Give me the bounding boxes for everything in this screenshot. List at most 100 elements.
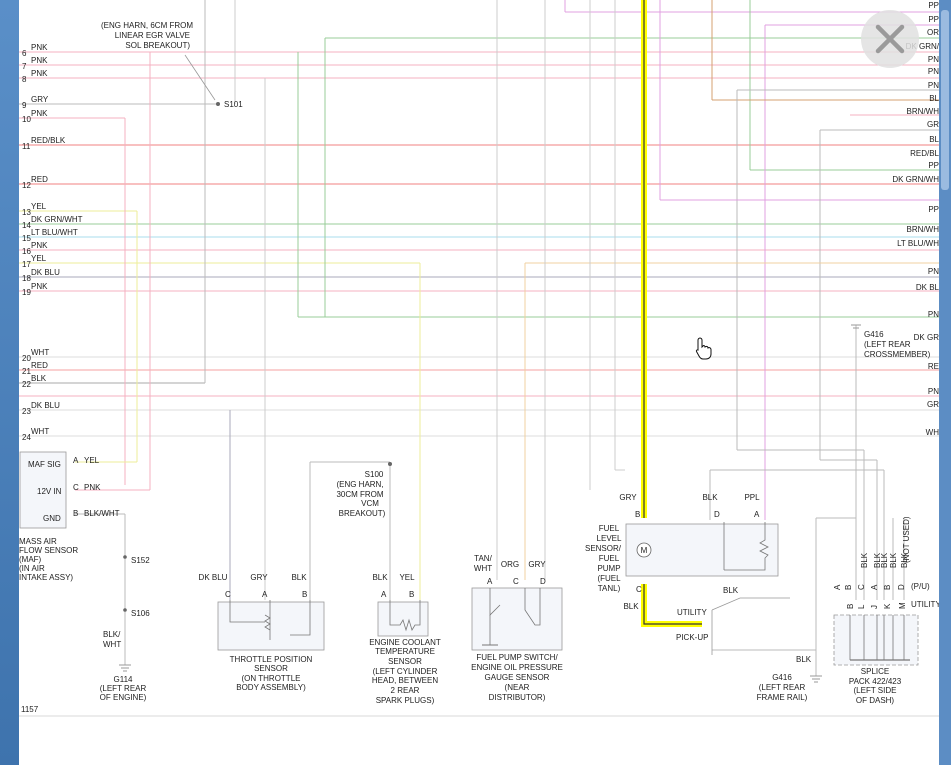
tps-pin: B	[302, 590, 307, 599]
highlighted-circuit[interactable]	[641, 0, 702, 627]
vertical-scrollbar[interactable]	[939, 0, 951, 765]
maf-sensor: MAF SIG 12V IN GND A YEL C PNK B BLK/WHT…	[19, 451, 120, 582]
splice-pack-wire: BLK	[873, 552, 882, 568]
scrollbar-thumb[interactable]	[941, 10, 949, 190]
ect-name-line: (LEFT CYLINDER	[373, 667, 438, 676]
left-wire-labels: 6PNK7PNK8PNK9GRY10PNK11RED/BLK12RED13YEL…	[22, 43, 83, 442]
g416-top-label: G416	[864, 330, 884, 339]
wire-number: 13	[22, 208, 31, 217]
wire-number: 9	[22, 101, 27, 110]
s100-label: S100	[365, 470, 384, 479]
maf-lower-wire: BLK/	[103, 630, 121, 639]
g114-label: OF ENGINE)	[100, 693, 147, 702]
left-vertical-wires	[75, 0, 421, 665]
g114-label: G114	[114, 675, 134, 684]
g114-label: (LEFT REAR	[100, 684, 147, 693]
maf-name-line: (IN AIR	[19, 564, 45, 573]
wire-number: 16	[22, 247, 31, 256]
wire-number: 17	[22, 260, 31, 269]
ect-name-line: 2 REAR	[391, 686, 420, 695]
right-wire-color-label: PP	[928, 1, 939, 10]
maf-name-line: FLOW SENSOR	[19, 546, 78, 555]
wire-number: 6	[22, 49, 27, 58]
wire-color-label: RED	[31, 175, 48, 184]
splice-pack-pin: A	[870, 584, 879, 590]
fuel-pump-ground-blk: BLK	[796, 655, 812, 664]
right-wire-color-label: PP	[928, 205, 939, 214]
fuel-pump-wire: BLK	[702, 493, 718, 502]
maf-pin: B	[73, 509, 78, 518]
wire-number: 10	[22, 115, 31, 124]
coolant-temp-sensor: BLK YEL A B ENGINE COOLANT TEMPERATURE S…	[369, 573, 441, 705]
tps-pin: A	[262, 590, 268, 599]
maf-pin-label: MAF SIG	[28, 460, 61, 469]
s100-note-line: VCM	[361, 499, 379, 508]
fps-name-line: DISTRIBUTOR)	[489, 693, 546, 702]
splice-pack-utility: UTILITY	[911, 600, 939, 609]
wire-number: 20	[22, 354, 31, 363]
maf-wire-color: YEL	[84, 456, 100, 465]
fuel-pump-name-line: FUEL	[599, 524, 620, 533]
tps-wire: DK BLU	[199, 573, 228, 582]
right-wire-color-label: BL	[929, 135, 939, 144]
right-wire-color-label: LT BLU/WH	[897, 239, 939, 248]
wire-color-label: PNK	[31, 56, 48, 65]
g416-crossmember: G416 (LEFT REAR CROSSMEMBER)	[851, 324, 931, 359]
right-wire-color-label: OR	[927, 28, 939, 37]
splice-pack: SPLICE PACK 422/423 (LEFT SIDE OF DASH) …	[833, 582, 939, 705]
splice-pack-wire: BLK	[860, 552, 869, 568]
wire-color-label: WHT	[31, 427, 49, 436]
splice-pack-wire: (NOT USED)	[902, 516, 911, 563]
right-wire-color-label: PN	[928, 310, 939, 319]
splice-s101: (ENG HARN, 6CM FROM LINEAR EGR VALVE SOL…	[101, 21, 243, 109]
wire-color-label: DK BLU	[31, 401, 60, 410]
g416-top-label: CROSSMEMBER)	[864, 350, 931, 359]
maf-name-line: (MAF)	[19, 555, 42, 564]
close-button[interactable]	[861, 10, 919, 68]
fuel-pump-name-line: TANL)	[598, 584, 621, 593]
wire-number: 15	[22, 234, 31, 243]
ect-pin: A	[381, 590, 387, 599]
wire-color-label: GRY	[31, 95, 49, 104]
ect-wire: YEL	[399, 573, 415, 582]
wire-number: 24	[22, 433, 31, 442]
hand-pointer-icon	[695, 337, 713, 366]
tps-name-line: (ON THROTTLE	[242, 674, 301, 683]
right-wire-color-label: BRN/WH	[907, 107, 939, 116]
fuel-pump-name-line: (FUEL	[597, 574, 621, 583]
fuel-pump-right-blk: BLK	[723, 586, 739, 595]
wire-color-label: PNK	[31, 43, 48, 52]
splice-pack-pin: D	[897, 584, 906, 590]
ect-name-line: TEMPERATURE	[375, 647, 435, 656]
fps-wire: WHT	[474, 564, 492, 573]
throttle-position-sensor: DK BLU GRY BLK C A B THROTTLE POSITION S…	[199, 573, 325, 692]
s101-note-line: SOL BREAKOUT)	[125, 41, 190, 50]
tps-name-line: THROTTLE POSITION	[230, 655, 313, 664]
close-icon	[875, 24, 905, 54]
tps-name-line: SENSOR	[254, 664, 288, 673]
wire-number: 19	[22, 288, 31, 297]
fuel-pump-wire: GRY	[619, 493, 637, 502]
wire-color-label: PNK	[31, 282, 48, 291]
fps-wire: GRY	[528, 560, 546, 569]
splice-pack-wire: BLK	[889, 552, 898, 568]
fuel-pump-wire: PPL	[744, 493, 760, 502]
splice-pack-name-line: OF DASH)	[856, 696, 895, 705]
fuel-pump-name-line: PUMP	[597, 564, 620, 573]
right-wire-color-label: GR	[927, 120, 939, 129]
wire-color-label: YEL	[31, 202, 47, 211]
fps-pin: C	[513, 577, 519, 586]
wire-color-label: RED	[31, 361, 48, 370]
splice-pack-pin: M	[898, 602, 907, 609]
page-number: 1157	[21, 705, 39, 714]
fuel-pump-pin: B	[635, 510, 640, 519]
wire-color-label: PNK	[31, 109, 48, 118]
utility-label: UTILITY	[677, 608, 707, 617]
wire-number: 12	[22, 181, 31, 190]
s100-note-line: BREAKOUT)	[339, 509, 386, 518]
tps-name-line: BODY ASSEMBLY)	[236, 683, 306, 692]
splice-pack-pin: K	[883, 603, 892, 609]
fuel-pump-bottom-wire: BLK	[623, 602, 639, 611]
wire-color-label: PNK	[31, 69, 48, 78]
